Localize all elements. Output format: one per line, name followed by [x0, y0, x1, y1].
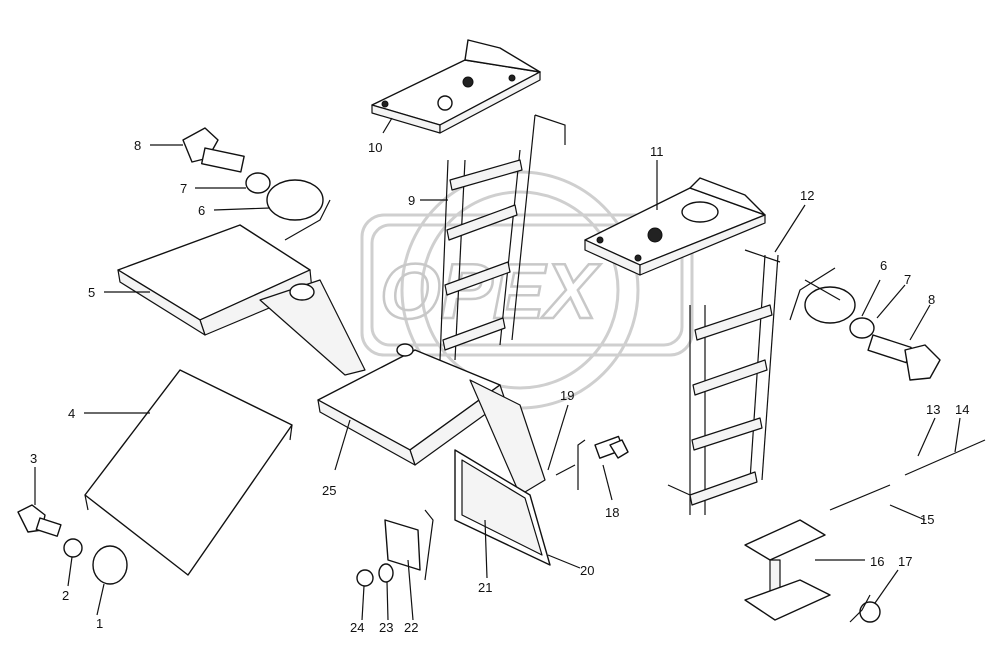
- part-6-washer-top: [266, 179, 324, 221]
- callout-3: 3: [30, 451, 37, 466]
- part-17-nut: [859, 601, 881, 623]
- part-9-ladder: [439, 114, 566, 361]
- part-10-plate: [371, 39, 541, 134]
- part-8-bolt-right: [867, 334, 941, 381]
- callout-16: 16: [870, 554, 884, 569]
- callout-22: 22: [404, 620, 418, 635]
- callout-7-right: 7: [904, 272, 911, 287]
- leader-lines: [34, 117, 961, 623]
- part-25-step: [317, 343, 546, 496]
- part-1-washer: [92, 545, 128, 585]
- part-14-rod: [904, 439, 986, 476]
- part-24-nut: [356, 569, 374, 587]
- callout-6-top: 6: [198, 203, 205, 218]
- part-7-washer-right: [849, 317, 875, 339]
- part-4-cover: [84, 369, 293, 576]
- callout-18: 18: [605, 505, 619, 520]
- callout-11: 11: [650, 144, 664, 159]
- callout-6-right: 6: [880, 258, 887, 273]
- callout-19: 19: [560, 388, 574, 403]
- part-2-washer: [63, 538, 83, 558]
- callout-23: 23: [379, 620, 393, 635]
- callout-8-right: 8: [928, 292, 935, 307]
- part-18-bolt: [594, 435, 629, 459]
- callout-4: 4: [68, 406, 75, 421]
- part-20-21-frame: [454, 449, 551, 566]
- callout-8-top: 8: [134, 138, 141, 153]
- callout-25: 25: [322, 483, 336, 498]
- part-12-ladder: [667, 249, 781, 515]
- part-8-bolt-top: [182, 127, 245, 173]
- part-5-step: [117, 224, 366, 376]
- callout-1: 1: [96, 616, 103, 631]
- part-16-bracket: [744, 519, 831, 621]
- part-23-washer: [378, 563, 394, 583]
- part-7-washer-top: [245, 172, 271, 194]
- callout-21: 21: [478, 580, 492, 595]
- callout-7-top: 7: [180, 181, 187, 196]
- part-22-clip: [384, 519, 421, 571]
- callout-20: 20: [580, 563, 594, 578]
- callout-10: 10: [368, 140, 382, 155]
- part-6-washer-right: [804, 286, 856, 324]
- callout-5: 5: [88, 285, 95, 300]
- callout-9: 9: [408, 193, 415, 208]
- callout-2: 2: [62, 588, 69, 603]
- part-11-plate: [584, 177, 766, 276]
- callout-17: 17: [898, 554, 912, 569]
- callout-14: 14: [955, 402, 969, 417]
- part-3-bolt: [17, 504, 62, 537]
- callout-12: 12: [800, 188, 814, 203]
- callout-24: 24: [350, 620, 364, 635]
- part-15-pin: [829, 484, 891, 511]
- watermark-logo: OPEX: [360, 170, 694, 410]
- callout-13: 13: [926, 402, 940, 417]
- callout-15: 15: [920, 512, 934, 527]
- watermark-text: OPEX: [380, 247, 601, 335]
